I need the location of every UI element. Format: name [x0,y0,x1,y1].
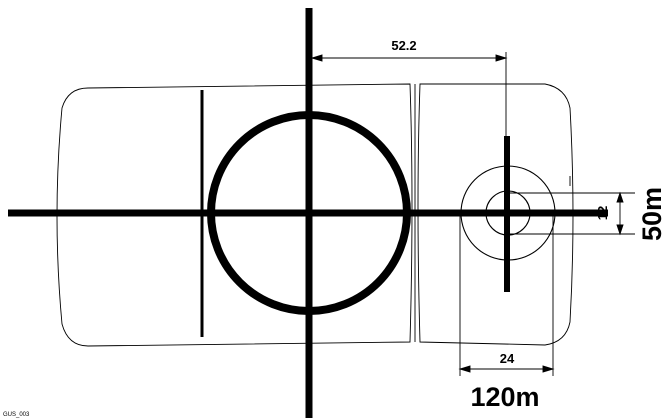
height-arrow-top [616,191,624,203]
housing-right-panel [417,83,574,346]
height-arrow-bottom [616,224,624,236]
width-arrow-left [458,365,471,373]
main-crosshair [8,8,608,418]
housing-left-panel [56,83,413,347]
width-small-label: 24 [500,351,515,366]
offset-arrow-right [495,54,508,62]
offset-arrow-left [310,54,323,62]
height-range-label: 50m [637,187,665,241]
width-arrow-right [542,365,555,373]
width-dimension [458,213,555,376]
figure-id-label: GUS_003 [3,412,30,418]
main-target-circle [207,111,411,315]
offset-dimension-label: 52.2 [391,38,416,53]
height-small-label: 12 [595,206,610,220]
height-dimension [510,176,635,236]
width-range-label: 120m [470,382,539,412]
small-target [460,136,556,292]
offset-dimension [310,52,508,138]
